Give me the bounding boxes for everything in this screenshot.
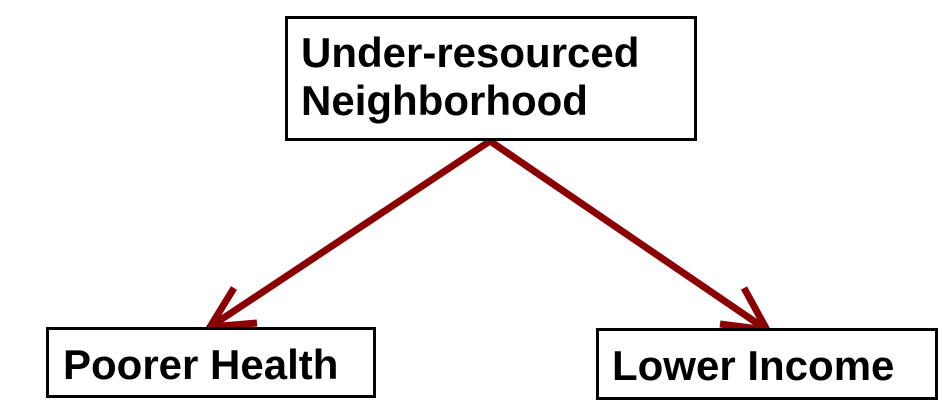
arrowhead-right [719, 286, 774, 335]
node-top-line1: Under-resourced [301, 29, 640, 76]
node-left-label: Poorer Health [63, 341, 339, 388]
arrow-to-lower-income [488, 138, 774, 335]
node-under-resourced-neighborhood: Under-resourced Neighborhood [285, 16, 697, 141]
node-right-label: Lower Income [612, 342, 895, 389]
node-lower-income: Lower Income [596, 328, 938, 400]
node-poorer-health: Poorer Health [46, 327, 376, 398]
arrow-shaft-left [208, 138, 492, 330]
arrow-shaft-right [488, 138, 769, 333]
node-top-line2: Neighborhood [301, 77, 588, 124]
arrow-to-poorer-health [203, 138, 492, 332]
